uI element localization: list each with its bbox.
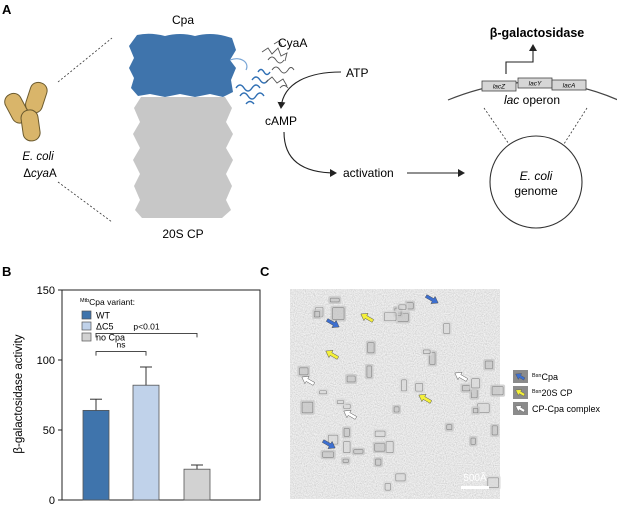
chart-frame [61, 289, 261, 501]
y-tick-label: 100 [37, 355, 55, 367]
bar-1 [132, 384, 160, 501]
y-tick-label: 150 [37, 285, 55, 297]
gene-label-lacY: lacY [529, 81, 542, 88]
cyaa-label: CyaA [278, 36, 307, 50]
zoom-line-bottom [57, 181, 113, 223]
bar-0 [82, 409, 110, 501]
cpa-label: Cpa [172, 13, 194, 27]
chart-ylabel: β-galactosidase activity [13, 334, 25, 453]
em-arrow-6 [301, 376, 316, 386]
camp-to-activation-arrow [283, 131, 337, 177]
gene-box-lacZ [481, 80, 517, 92]
em-arrow-7 [343, 410, 358, 420]
sig-label-0: ns [117, 340, 126, 350]
cyaa-protein [229, 40, 295, 105]
ecoli-cell-3 [20, 109, 41, 142]
cp-core-shape [133, 97, 233, 218]
y-tick-label: 50 [43, 425, 55, 437]
atp-to-camp-arrow [277, 71, 342, 109]
em-arrow-1 [325, 318, 340, 328]
zoom-line-top [57, 37, 113, 83]
bgal-label: β-galactosidase [490, 26, 585, 40]
activation-label: activation [343, 166, 394, 180]
em-legend-label-0: BsnCpa [532, 372, 558, 382]
chart-area: 0 50 100 150 ns p<0.01 [37, 285, 261, 507]
ecoli-cells [4, 81, 48, 142]
em-arrow-8 [454, 372, 469, 382]
genome-zoom-line-right [561, 107, 588, 148]
genome-label-line1: E. coli [520, 169, 553, 183]
legend-title: MtbCpa variant: [80, 297, 135, 307]
legend-label-1: ΔC5 [96, 322, 114, 332]
ecoli-label: E. coli [22, 151, 54, 163]
legend-swatch-2 [81, 332, 92, 342]
em-micrograph: 500Å [290, 289, 506, 499]
cp-label: 20S CP [162, 227, 203, 241]
gene-label-lacZ: lacZ [493, 84, 506, 91]
sig-label-1: p<0.01 [133, 321, 160, 331]
em-legend-label-1: Bsn20S CP [532, 388, 573, 398]
sig-bracket-0 [95, 351, 147, 356]
y-tick-label: 0 [49, 495, 55, 507]
em-arrow-0 [424, 294, 439, 304]
panel-c-letter: C [260, 264, 270, 279]
cpa-ring-shape [129, 33, 236, 97]
sig-bracket-1 [95, 332, 198, 338]
lac-operon: lacZ lacY lacA [481, 77, 587, 92]
atp-label: ATP [346, 66, 368, 80]
camp-label: cAMP [265, 114, 297, 128]
genome-circle [489, 135, 583, 229]
gene-label-lacA: lacA [563, 83, 576, 90]
scale-bar [461, 486, 489, 489]
legend-label-2: no Cpa [96, 333, 125, 343]
em-legend-label-2: CP-Cpa complex [532, 404, 601, 414]
legend-swatch-0 [81, 310, 92, 320]
em-arrow-5 [418, 394, 433, 404]
operon-label: lac operon [504, 93, 560, 107]
gene-box-lacA [551, 79, 587, 91]
bar-2 [183, 468, 211, 501]
genome-zoom-line-left [483, 107, 512, 148]
delta-cya-label: ΔcyaA [23, 168, 57, 180]
em-arrow-4 [325, 350, 340, 360]
transcription-arrow [505, 44, 537, 74]
legend-swatch-1 [81, 321, 92, 331]
genome-label-line2: genome [514, 184, 558, 198]
legend-label-0: WT [96, 311, 110, 321]
em-arrow-3 [360, 313, 375, 323]
em-arrow-2 [321, 439, 336, 449]
panel-a-letter: A [2, 2, 12, 17]
scale-label: 500Å [463, 471, 487, 484]
panel-b-letter: B [2, 264, 11, 279]
